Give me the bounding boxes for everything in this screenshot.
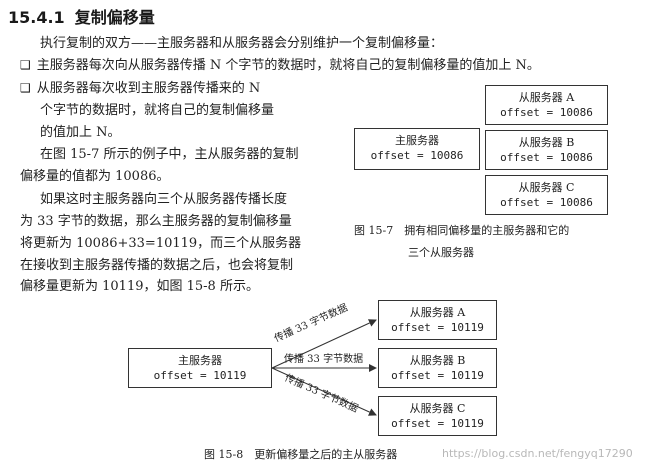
fig7-caption-line-2: 三个从服务器 xyxy=(408,246,474,259)
arrow-label-c: 传播 33 字节数据 xyxy=(283,371,361,415)
bullet-2-line-2: 个字节的数据时，就将自己的复制偏移量 xyxy=(40,103,275,118)
fig8-slave-a-box: 从服务器 A offset = 10119 xyxy=(378,300,497,340)
para2-line-3: 将更新为 10086+33=10119，而三个从服务器 xyxy=(20,236,302,251)
para2-line-2: 为 33 字节的数据，那么主服务器的复制偏移量 xyxy=(20,214,292,229)
bullet-2-line-1: 从服务器每次收到主服务器传播来的 N xyxy=(36,81,261,96)
fig7-slave-c-title: 从服务器 C xyxy=(518,181,575,194)
checkbox-bullet-icon: ❑ xyxy=(20,58,31,72)
arrow-label-b: 传播 33 字节数据 xyxy=(284,352,363,365)
fig8-caption: 图 15-8 更新偏移量之后的主从服务器 xyxy=(204,448,398,461)
fig7-slave-b-offset: offset = 10086 xyxy=(500,151,593,164)
fig8-slave-b-box: 从服务器 B offset = 10119 xyxy=(378,348,497,388)
section-title: 复制偏移量 xyxy=(74,8,155,27)
fig7-slave-c-box: 从服务器 C offset = 10086 xyxy=(485,175,608,215)
fig8-master-box: 主服务器 offset = 10119 xyxy=(128,348,272,388)
fig8-master-offset: offset = 10119 xyxy=(153,369,247,382)
fig8-master-title: 主服务器 xyxy=(178,354,222,367)
watermark: https://blog.csdn.net/fengyq17290 xyxy=(442,447,633,460)
section-number: 15.4.1 xyxy=(8,8,65,27)
bullet-2-line-3: 的值加上 N。 xyxy=(40,125,121,140)
fig8-slave-a-title: 从服务器 A xyxy=(409,306,466,319)
para2-line-4: 在接收到主服务器传播的数据之后，也会将复制 xyxy=(20,258,294,273)
arrow-to-slave-a xyxy=(271,319,377,369)
fig8-slave-c-offset: offset = 10119 xyxy=(391,417,484,430)
para2-line-5: 偏移量更新为 10119，如图 15-8 所示。 xyxy=(20,279,259,294)
fig8-slave-a-offset: offset = 10119 xyxy=(391,321,484,334)
fig7-slave-c-offset: offset = 10086 xyxy=(500,196,593,209)
fig8-slave-c-title: 从服务器 C xyxy=(409,402,466,415)
bullet-1-line-1: 主服务器每次向从服务器传播 N 个字节的数据时，就将自己的复制偏移量的值加上 N… xyxy=(36,58,540,73)
bullet-item-2: ❑ 从服务器每次收到主服务器传播来的 N xyxy=(20,78,260,99)
fig8-slave-b-title: 从服务器 B xyxy=(409,354,466,367)
fig7-slave-a-title: 从服务器 A xyxy=(518,91,575,104)
intro-paragraph: 执行复制的双方——主服务器和从服务器会分别维护一个复制偏移量： xyxy=(40,36,444,51)
fig7-slave-b-box: 从服务器 B offset = 10086 xyxy=(485,130,608,170)
para1-line-1: 在图 15-7 所示的例子中，主从服务器的复制 xyxy=(40,147,299,162)
fig8-slave-b-offset: offset = 10119 xyxy=(391,369,484,382)
fig7-slave-a-box: 从服务器 A offset = 10086 xyxy=(485,85,608,125)
arrow-to-slave-c xyxy=(271,367,377,416)
fig7-master-title: 主服务器 xyxy=(395,134,439,147)
section-heading: 15.4.1 复制偏移量 xyxy=(8,4,155,28)
fig7-slave-a-offset: offset = 10086 xyxy=(500,106,593,119)
para1-line-2: 偏移量的值都为 10086。 xyxy=(20,169,170,184)
fig7-master-offset: offset = 10086 xyxy=(370,149,464,162)
fig7-caption-line-1: 图 15-7 拥有相同偏移量的主服务器和它的 xyxy=(354,224,570,237)
fig8-slave-c-box: 从服务器 C offset = 10119 xyxy=(378,396,497,436)
fig7-master-box: 主服务器 offset = 10086 xyxy=(354,128,480,170)
checkbox-bullet-icon: ❑ xyxy=(20,81,31,95)
fig7-slave-b-title: 从服务器 B xyxy=(518,136,575,149)
bullet-item-1: ❑ 主服务器每次向从服务器传播 N 个字节的数据时，就将自己的复制偏移量的值加上 … xyxy=(20,55,540,76)
para2-line-1: 如果这时主服务器向三个从服务器传播长度 xyxy=(40,192,288,207)
